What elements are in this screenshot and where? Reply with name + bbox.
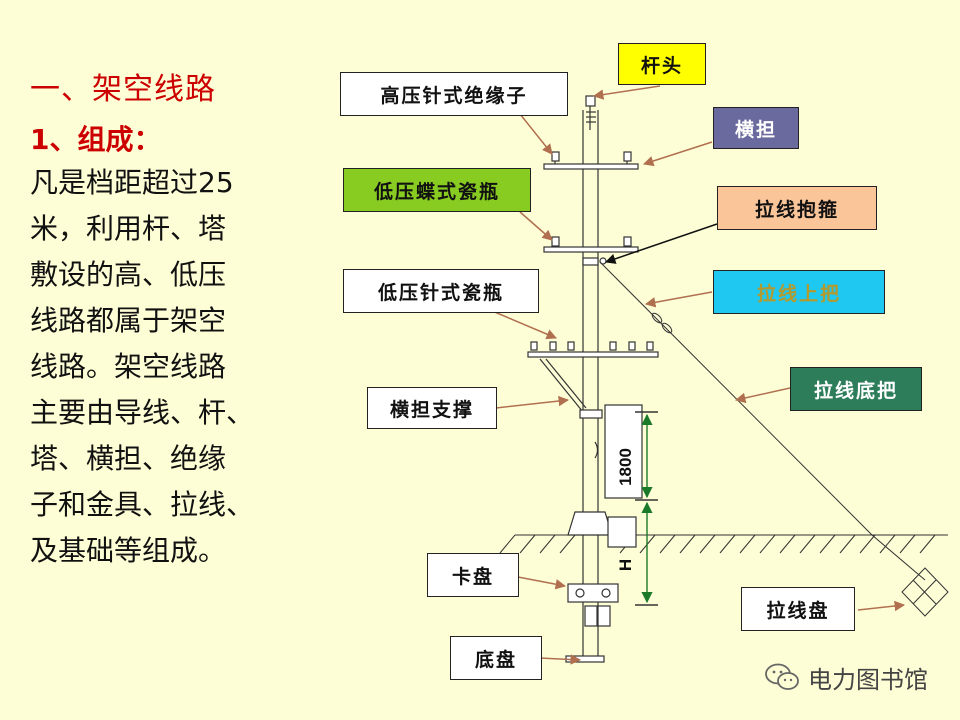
label-base-plate: 底盘 bbox=[450, 636, 542, 680]
callout-arrows bbox=[489, 85, 906, 665]
ground bbox=[499, 534, 948, 554]
guy-wire bbox=[599, 261, 949, 617]
guy-clamp-arrow bbox=[605, 223, 718, 264]
wechat-icon bbox=[765, 663, 799, 690]
label-guy-clamp: 拉线抱箍 bbox=[717, 186, 877, 230]
label-lv-butterfly-insulator: 低压蝶式瓷瓶 bbox=[343, 168, 531, 212]
label-pole-top: 杆头 bbox=[618, 43, 706, 85]
label-anchor-plate: 拉线盘 bbox=[741, 587, 855, 631]
label-hv-pin-insulator: 高压针式绝缘子 bbox=[340, 72, 568, 116]
label-crossarm-brace: 横担支撑 bbox=[367, 387, 497, 429]
label-guy-lower: 拉线底把 bbox=[790, 367, 922, 411]
subtitle: 1、组成： bbox=[30, 123, 162, 156]
dimension-lines bbox=[635, 411, 658, 606]
description: 凡是档距超过25 米，利用杆、塔 敷设的高、低压 线路都属于架空 线路。架空线路… bbox=[30, 166, 255, 567]
label-chuck-plate: 卡盘 bbox=[427, 553, 519, 597]
label-guy-upper: 拉线上把 bbox=[713, 270, 885, 314]
label-crossarm: 横担 bbox=[713, 107, 799, 149]
pole bbox=[527, 95, 659, 663]
dimension-1800: 1800 bbox=[616, 448, 635, 486]
title: 一、架空线路 bbox=[30, 72, 216, 107]
watermark: 电力图书馆 bbox=[764, 660, 928, 694]
dimension-h: H bbox=[616, 559, 635, 571]
label-lv-pin-insulator: 低压针式瓷瓶 bbox=[343, 269, 539, 313]
watermark-text: 电力图书馆 bbox=[808, 665, 928, 694]
